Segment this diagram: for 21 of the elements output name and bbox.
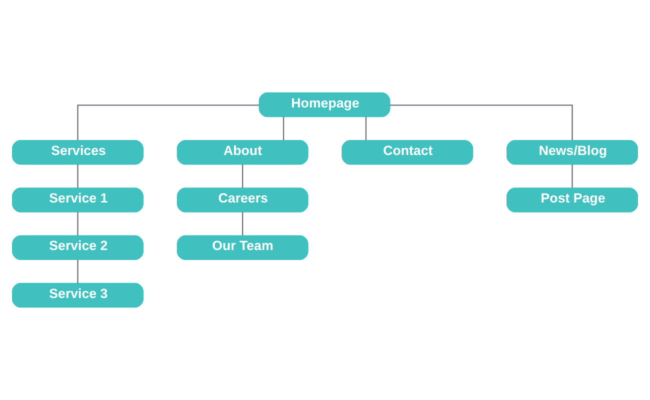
connector [242,212,244,236]
node-box: Our Team [176,235,308,260]
connector [365,116,367,140]
connector [77,260,78,284]
node-box: About [176,140,308,165]
node-box: Homepage [258,92,390,118]
node-box: Careers [176,188,308,212]
connector [77,104,260,140]
node-box: Service 2 [12,235,144,260]
node-box: News/Blog [506,140,638,165]
node-box: Services [12,140,144,165]
node-box: Service 1 [12,188,144,212]
connector [77,164,78,188]
node-box: Contact [342,140,474,165]
connector [282,116,284,140]
connector [572,164,573,188]
node-box: Post Page [506,188,638,212]
connector [242,164,244,188]
connector [77,212,78,236]
connector [390,104,573,140]
node-box: Service 3 [12,282,144,308]
